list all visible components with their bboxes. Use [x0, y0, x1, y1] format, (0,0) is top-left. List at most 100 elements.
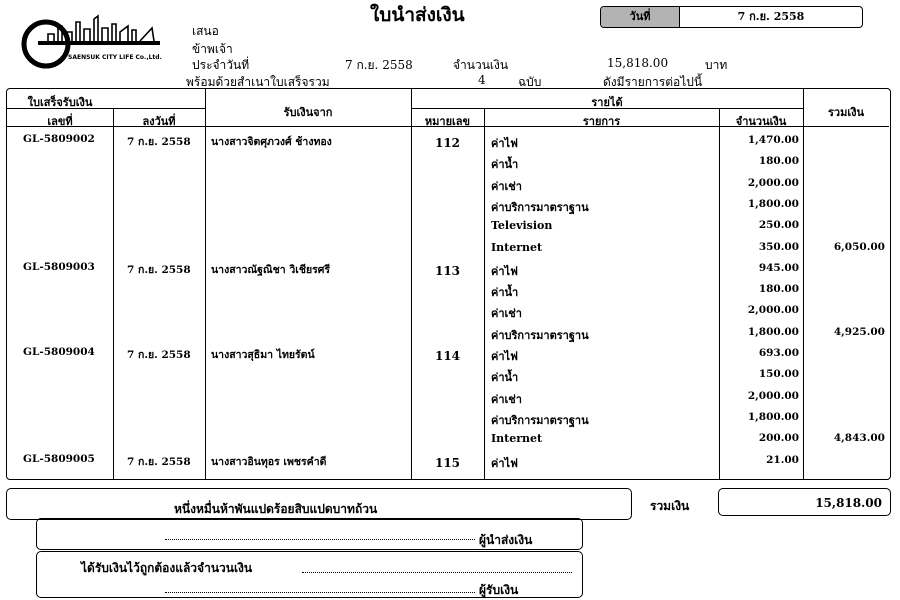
line-item-amount: 1,800.00	[747, 325, 799, 338]
receipt-date: 7 ก.ย. 2558	[127, 136, 191, 148]
receipt-code: 113	[434, 264, 461, 278]
header-receipt-count: 4	[478, 73, 486, 87]
col-header-total: รวมเงิน	[828, 106, 864, 119]
line-item-amount: 1,800.00	[747, 197, 799, 210]
receipt-payer: นางสาวจิตศุภวงศ์ ช้างทอง	[211, 136, 332, 148]
company-logo-text: SAENSUK CITY LIFE Co.,Ltd.	[68, 54, 162, 61]
amount-words-box: หนึ่งหมื่นห้าพันแปดร้อยสิบแปดบาทถ้วน	[6, 488, 632, 520]
line-item-label: ค่าเช่า	[491, 392, 522, 406]
receipt-date: 7 ก.ย. 2558	[127, 456, 191, 468]
date-box-label: วันที่	[601, 7, 680, 27]
receipt-no: GL-5809005	[23, 453, 95, 465]
receipt-code: 112	[434, 136, 461, 150]
receipt-confirmation: ได้รับเงินไว้ถูกต้องแล้วจำนวนเงิน	[81, 561, 253, 575]
date-box-value: 7 ก.ย. 2558	[737, 10, 805, 23]
line-item-amount: 2,000.00	[747, 389, 799, 402]
receiver-label: ผู้รับเงิน	[479, 583, 519, 597]
line-item-amount: 2,000.00	[747, 176, 799, 189]
signature-line	[165, 592, 475, 593]
header-amount-label: จำนวนเงิน	[453, 58, 509, 72]
col-header-amount: จำนวนเงิน	[735, 115, 787, 128]
header-divider	[411, 108, 803, 109]
col-header-receipt-date: ลงวันที่	[142, 115, 176, 128]
line-item-label: ค่าไฟ	[491, 137, 518, 150]
col-divider	[719, 109, 720, 479]
line-item-label: Television	[491, 219, 553, 233]
line-item-label: ค่าเช่า	[491, 307, 522, 321]
line-item-subtotal: 6,050.00	[833, 240, 885, 253]
receipt-code: 115	[434, 456, 461, 470]
col-header-income: รายได้	[591, 96, 623, 109]
grand-total-value: 15,818.00	[815, 496, 882, 510]
line-item-subtotal: 4,925.00	[833, 325, 885, 338]
line-item-amount: 350.00	[758, 240, 799, 253]
header-date-value: 7 ก.ย. 2558	[345, 58, 413, 72]
line-item-amount: 1,800.00	[747, 410, 799, 423]
sender-label: ผู้นำส่งเงิน	[479, 533, 533, 547]
grand-total-box: 15,818.00	[718, 488, 891, 516]
line-item-amount: 200.00	[758, 432, 799, 445]
receipt-payer: นางสาวสุธิมา ไทยรัตน์	[211, 349, 315, 361]
income-table: ใบเสร็จรับเงิน เลขที่ ลงวันที่ รับเงินจา…	[6, 88, 891, 480]
sender-signature-box: ผู้นำส่งเงิน	[36, 518, 583, 550]
receipt-no: GL-5809002	[23, 133, 95, 145]
col-divider	[205, 89, 206, 479]
col-header-receipt-no: เลขที่	[47, 115, 73, 128]
line-item-subtotal: 4,843.00	[833, 432, 885, 445]
col-divider	[803, 89, 804, 479]
col-header-receipt-group: ใบเสร็จรับเงิน	[27, 96, 93, 109]
receipt-code: 114	[434, 349, 461, 363]
receipt-payer: นางสาวอินทุอร เพชรคำดี	[211, 456, 327, 468]
line-item-amount: 693.00	[758, 347, 799, 359]
header-receipt-unit: ฉบับ	[518, 75, 542, 89]
col-header-code: หมายเลข	[424, 115, 471, 128]
amount-words: หนึ่งหมื่นห้าพันแปดร้อยสิบแปดบาทถ้วน	[174, 502, 378, 516]
line-item-label: ค่าน้ำ	[491, 371, 519, 385]
col-divider	[484, 109, 485, 479]
line-item-amount: 1,470.00	[747, 134, 799, 146]
line-item-amount: 180.00	[758, 155, 799, 168]
header-receipt-label: พร้อมด้วยสำเนาใบเสร็จรวม	[186, 75, 330, 89]
document-title: ใบนำส่งเงิน	[370, 4, 465, 26]
line-item-label: ค่าบริการมาตราฐาน	[491, 413, 589, 427]
header-divider	[7, 108, 205, 109]
receipt-date: 7 ก.ย. 2558	[127, 264, 191, 276]
col-header-item: รายการ	[582, 115, 621, 128]
line-item-amount: 150.00	[758, 368, 799, 381]
header-amount-value: 15,818.00	[607, 56, 669, 70]
header-amount-unit: บาท	[705, 58, 728, 72]
header-line-self: ข้าพเจ้า	[192, 42, 233, 56]
signature-line	[165, 539, 475, 540]
header-line-propose: เสนอ	[192, 24, 219, 38]
line-item-label: ค่าบริการมาตราฐาน	[491, 200, 589, 214]
receipt-payer: นางสาวณัฐณิชา วิเชียรศรี	[211, 264, 331, 276]
line-item-amount: 945.00	[758, 261, 799, 274]
line-item-amount: 21.00	[766, 453, 799, 466]
line-item-label: ค่าบริการมาตราฐาน	[491, 328, 589, 342]
line-item-label: Internet	[491, 240, 543, 254]
line-item-label: ค่าไฟ	[491, 350, 518, 363]
receipt-date: 7 ก.ย. 2558	[127, 349, 191, 361]
date-box: วันที่ 7 ก.ย. 2558	[600, 6, 863, 28]
line-item-label: ค่าน้ำ	[491, 286, 519, 300]
receiver-signature-box: ได้รับเงินไว้ถูกต้องแล้วจำนวนเงิน ผู้รับ…	[36, 551, 583, 598]
line-item-amount: 180.00	[758, 283, 799, 296]
col-divider	[113, 109, 114, 479]
header-date-label: ประจำวันที่	[192, 58, 250, 72]
line-item-amount: 250.00	[758, 219, 799, 232]
line-item-label: ค่าน้ำ	[491, 158, 519, 172]
line-item-label: ค่าไฟ	[491, 456, 518, 470]
line-item-label: ค่าไฟ	[491, 264, 518, 278]
grand-total-label: รวมเงิน	[650, 499, 690, 513]
receipt-no: GL-5809004	[23, 346, 95, 358]
amount-fill-line	[302, 572, 572, 573]
header-receipt-note: ดังมีรายการต่อไปนี้	[603, 75, 703, 89]
line-item-amount: 2,000.00	[747, 304, 799, 317]
line-item-label: ค่าเช่า	[491, 179, 522, 193]
line-item-label: Internet	[491, 432, 543, 446]
receipt-no: GL-5809003	[23, 261, 95, 273]
col-header-received-from: รับเงินจาก	[283, 106, 333, 119]
header-bottom-rule	[7, 126, 889, 127]
col-divider	[411, 89, 412, 479]
company-logo: SAENSUK CITY LIFE Co.,Ltd.	[18, 14, 162, 72]
